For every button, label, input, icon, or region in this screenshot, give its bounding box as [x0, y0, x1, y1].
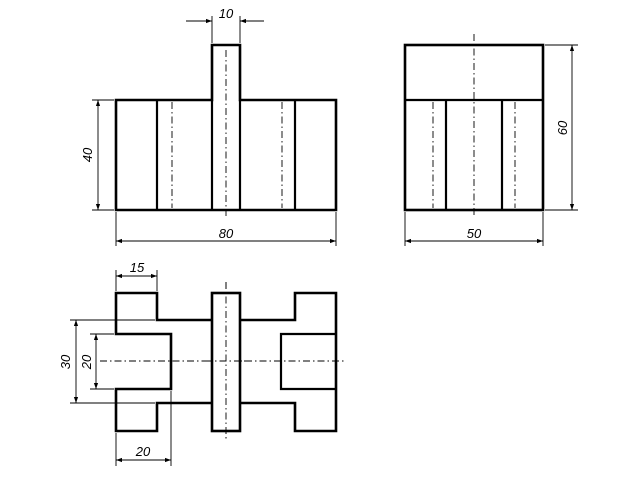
- side-view: [403, 34, 545, 218]
- dim-label-30: 30: [58, 354, 73, 369]
- dimension-plan-inner-height: 20: [79, 333, 114, 390]
- dim-label-50: 50: [467, 226, 482, 241]
- dim-label-40: 40: [80, 147, 95, 162]
- dimension-side-height: 60: [545, 44, 578, 211]
- dimension-plan-base: 20: [115, 391, 172, 466]
- dimension-front-height: 40: [80, 99, 114, 211]
- dim-label-20-vertical: 20: [79, 354, 94, 370]
- dim-label-20-horizontal: 20: [135, 444, 151, 459]
- dim-label-60: 60: [555, 120, 570, 135]
- side-outline: [403, 43, 545, 212]
- dimension-side-width: 50: [404, 212, 544, 246]
- dimension-plan-tab: 15: [115, 260, 158, 291]
- dim-label-80: 80: [219, 226, 234, 241]
- plan-right-notch: [279, 332, 336, 391]
- dimension-top-width: 10: [186, 6, 264, 43]
- plan-outline: [114, 291, 338, 433]
- plan-view: [100, 282, 346, 440]
- front-view: [114, 43, 338, 216]
- dimension-front-width: 80: [115, 212, 337, 246]
- dim-label-10: 10: [219, 6, 234, 21]
- dim-label-15: 15: [130, 260, 145, 275]
- dimension-plan-outer-height: 30: [58, 319, 155, 404]
